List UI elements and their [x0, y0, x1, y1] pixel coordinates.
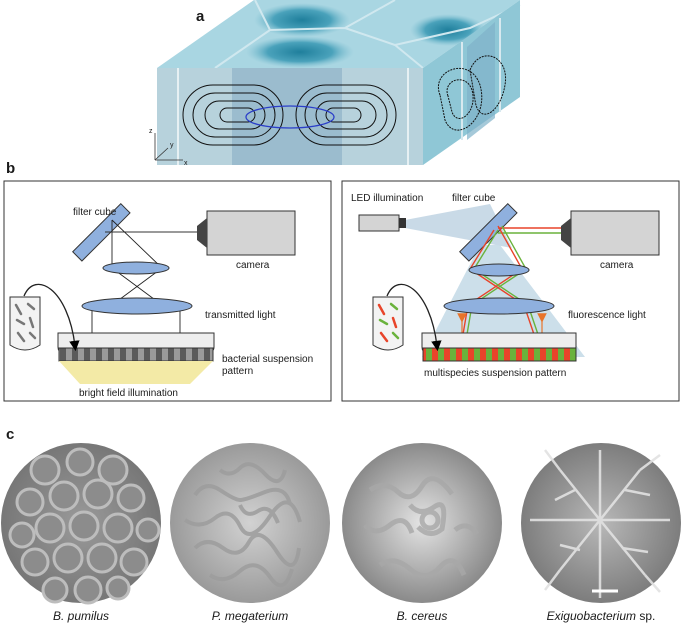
panel-b-label: b	[6, 160, 16, 177]
panel-c-plates	[1, 443, 681, 605]
caption-species: B. cereus	[396, 609, 448, 623]
plate-b-pumilus	[1, 443, 161, 605]
panel-b-left	[3, 180, 332, 402]
striped-pattern-left	[58, 347, 214, 362]
caption-b-cereus: B. cereus	[347, 609, 497, 623]
led-body	[358, 214, 400, 232]
striped-pattern-right	[422, 347, 577, 362]
caption-exiguobacterium: Exiguobacterium sp.	[526, 609, 676, 623]
filter-cube-label-left: filter cube	[73, 207, 117, 218]
panel-a-label: a	[196, 8, 205, 25]
caption-species: Exiguobacterium	[546, 609, 637, 623]
caption-p-megaterium: P. megaterium	[175, 609, 325, 623]
multispecies-label: multispecies suspension pattern	[424, 368, 567, 379]
axis-gizmo	[154, 133, 183, 161]
bright-field-label: bright field illumination	[79, 388, 178, 399]
lens-small-right	[468, 263, 530, 277]
convection-rolls	[182, 55, 507, 146]
axis-z-label: z	[149, 128, 153, 135]
top-spot	[246, 36, 354, 68]
camera-right	[570, 210, 660, 256]
camera-lens-left	[197, 218, 207, 248]
plate-exiguobacterium	[521, 443, 681, 603]
lens-small-left	[102, 261, 170, 275]
filter-cube-label-right: filter cube	[452, 193, 496, 204]
caption-species: B. pumilus	[52, 609, 110, 623]
panel-b-right	[341, 180, 680, 402]
transmitted-light-label: transmitted light	[205, 310, 276, 321]
led-label: LED illumination	[351, 193, 424, 204]
suspension-label-line1: bacterial suspension	[222, 354, 314, 365]
suspension-label-line2: pattern	[222, 366, 254, 377]
camera-left	[206, 210, 296, 256]
axis-x-label: x	[184, 160, 188, 167]
lens-large-right	[443, 297, 555, 315]
caption-b-pumilus: B. pumilus	[6, 609, 156, 623]
camera-label-left: camera	[236, 260, 270, 271]
lens-large-left	[81, 297, 193, 315]
top-cell-borders	[214, 0, 521, 69]
caption-species: P. megaterium	[211, 609, 289, 623]
plate-b-cereus	[342, 443, 502, 603]
plate-p-megaterium	[170, 443, 330, 603]
fluorescence-light-label: fluorescence light	[568, 310, 646, 321]
caption-suffix: sp.	[636, 609, 656, 623]
bright-field-beam	[59, 361, 213, 384]
panel-c-label: c	[6, 426, 15, 443]
axis-y-label: y	[170, 142, 174, 149]
panel-a-box	[154, 0, 521, 165]
filter-cube-left	[72, 203, 131, 262]
camera-label-right: camera	[600, 260, 634, 271]
blue-ring	[245, 105, 335, 129]
